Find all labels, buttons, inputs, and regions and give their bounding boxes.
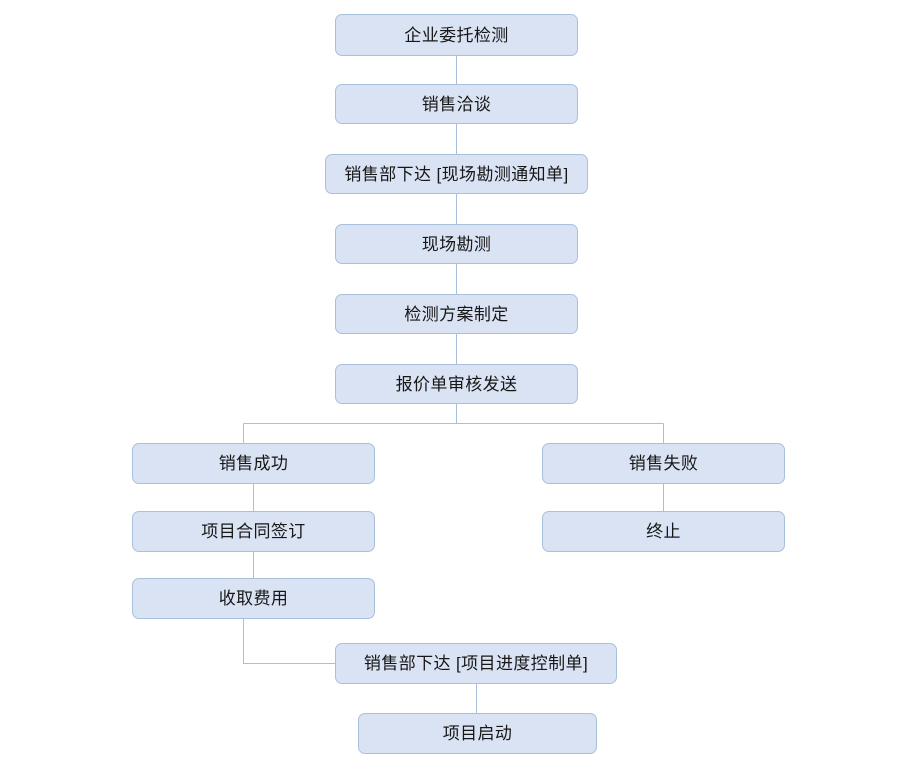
node-test-plan-formulation[interactable]: 检测方案制定 <box>335 294 578 334</box>
node-terminate[interactable]: 终止 <box>542 511 785 552</box>
node-sales-negotiation[interactable]: 销售洽谈 <box>335 84 578 124</box>
node-sales-failure[interactable]: 销售失败 <box>542 443 785 484</box>
node-project-kickoff[interactable]: 项目启动 <box>358 713 597 754</box>
node-sales-dept-progress-control[interactable]: 销售部下达 [项目进度控制单] <box>335 643 617 684</box>
node-sales-dept-site-survey-notice[interactable]: 销售部下达 [现场勘测通知单] <box>325 154 588 194</box>
node-project-contract-signing[interactable]: 项目合同签订 <box>132 511 375 552</box>
node-quotation-review-send[interactable]: 报价单审核发送 <box>335 364 578 404</box>
node-sales-success[interactable]: 销售成功 <box>132 443 375 484</box>
node-collect-fees[interactable]: 收取费用 <box>132 578 375 619</box>
node-site-survey[interactable]: 现场勘测 <box>335 224 578 264</box>
edge-n9-n12 <box>242 619 335 665</box>
node-enterprise-commission-test[interactable]: 企业委托检测 <box>335 14 578 56</box>
